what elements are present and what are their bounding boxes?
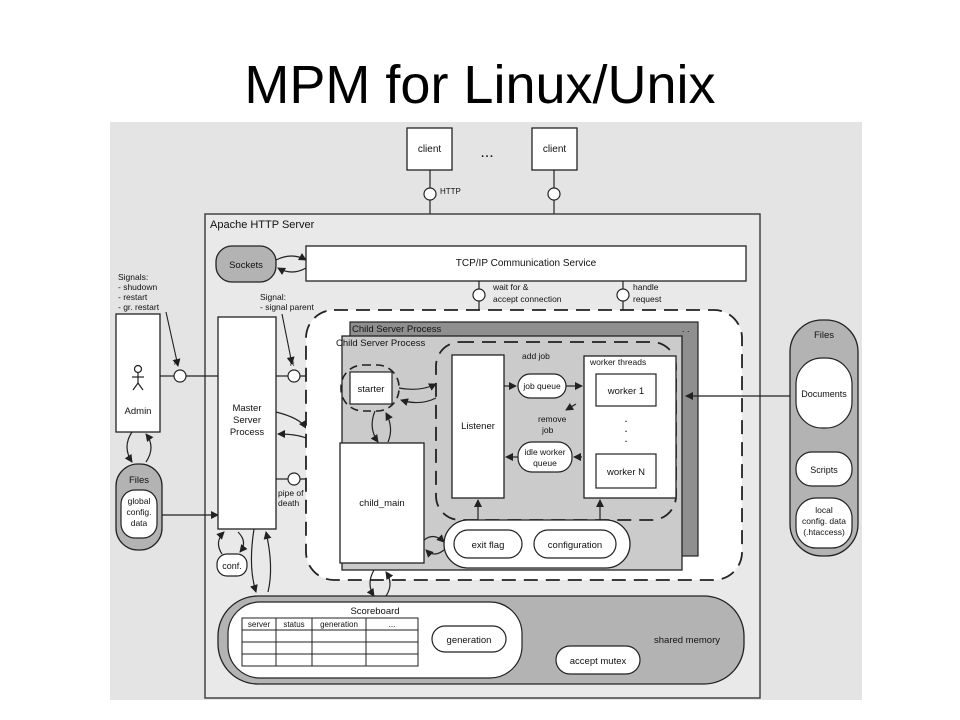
svg-text:client: client [418, 144, 442, 155]
scoreboard-col-status: status [283, 620, 304, 629]
protocol-mark-r: R [174, 360, 179, 367]
worker-1-box: worker 1 [595, 373, 657, 407]
handle-request-label-1: handle [633, 282, 659, 292]
client-box: client [531, 127, 578, 171]
svg-text:config.: config. [126, 507, 151, 517]
starter-region [340, 364, 400, 412]
scoreboard-table [241, 617, 419, 667]
configuration-box: configuration [533, 529, 617, 559]
svg-text:accept mutex: accept mutex [570, 656, 627, 667]
add-job-label: add job [522, 351, 550, 361]
stack-ellipsis: . . [682, 324, 690, 334]
svg-text:worker threads: worker threads [589, 357, 646, 367]
svg-text:generation: generation [447, 635, 492, 646]
svg-text:(.htaccess): (.htaccess) [803, 527, 845, 537]
svg-text:exit flag: exit flag [472, 540, 505, 551]
worker-ellipsis: . [624, 421, 627, 435]
worker-ellipsis: . [624, 411, 627, 425]
svg-text:configuration: configuration [548, 540, 602, 551]
handle-request-label-2: request [633, 294, 662, 304]
svg-text:Listener: Listener [461, 421, 495, 432]
svg-text:queue: queue [533, 458, 557, 468]
worker-ellipsis: . [624, 431, 627, 445]
svg-text:Admin: Admin [125, 406, 152, 417]
svg-text:local: local [815, 505, 833, 515]
conf-box: conf. [216, 553, 248, 577]
svg-text:child_main: child_main [359, 498, 404, 509]
mpm-architecture-diagram: client ... client HTTP Apache HTTP Serve… [110, 122, 862, 700]
wait-accept-label-2: accept connection [493, 294, 562, 304]
svg-text:starter: starter [358, 384, 385, 395]
svg-text:config. data: config. data [802, 516, 846, 526]
scoreboard-title: Scoreboard [350, 606, 399, 617]
svg-text:Process: Process [230, 427, 265, 438]
idle-worker-queue: idle worker queue [517, 441, 573, 473]
svg-text:Files: Files [129, 475, 149, 486]
scoreboard-col-generation: generation [320, 620, 358, 629]
server-title: Apache HTTP Server [210, 219, 315, 231]
svg-text:conf.: conf. [222, 561, 242, 571]
svg-text:Scripts: Scripts [810, 465, 838, 475]
signals-label-3: - restart [118, 292, 148, 302]
protocol-mark-r: R [290, 361, 295, 368]
job-queue: job queue [517, 373, 567, 399]
svg-text:client: client [543, 144, 567, 155]
svg-text:worker 1: worker 1 [607, 386, 644, 397]
document-files-group: Files Documents Scripts local config. da… [789, 319, 859, 557]
signal-port-icon [173, 369, 187, 383]
slide-title: MPM for Linux/Unix [244, 55, 716, 115]
svg-text:data: data [131, 518, 148, 528]
svg-text:TCP/IP Communication Service: TCP/IP Communication Service [456, 258, 597, 269]
signal-parent-label-1: Signal: [260, 292, 286, 302]
admin-box: Admin [115, 313, 161, 433]
child-process-title: Child Server Process [336, 338, 425, 349]
remove-job-label-2: job [541, 425, 554, 435]
global-files-group: Files global config. data [115, 463, 163, 551]
starter-box: starter [349, 371, 393, 405]
http-label: HTTP [440, 187, 461, 196]
sockets-box: Sockets [215, 245, 277, 283]
worker-n-box: worker N [595, 453, 657, 489]
scoreboard-col-server: server [248, 620, 271, 629]
child-process-title-back: Child Server Process [352, 324, 441, 335]
pipe-of-death-label-2: death [278, 498, 300, 508]
child-main-box: child_main [339, 442, 425, 564]
svg-text:idle worker: idle worker [524, 447, 565, 457]
signal-parent-port-icon [287, 369, 301, 383]
pipe-of-death-label-1: pipe of [278, 488, 304, 498]
remove-job-label-1: remove [538, 414, 567, 424]
svg-text:global: global [128, 496, 151, 506]
client-ellipsis: ... [480, 144, 493, 161]
svg-text:Documents: Documents [801, 389, 847, 399]
exit-flag-box: exit flag [453, 529, 523, 559]
http-port-icon [423, 187, 437, 201]
accept-mutex-box: accept mutex [555, 645, 641, 675]
listener-box: Listener [451, 354, 505, 499]
signals-label-4: - gr. restart [118, 302, 160, 312]
svg-text:Server: Server [233, 415, 261, 426]
accept-port-icon [472, 288, 486, 302]
svg-text:Master: Master [232, 403, 261, 414]
signals-label-1: Signals: [118, 272, 148, 282]
client-box: client [406, 127, 453, 171]
signals-label-2: - shudown [118, 282, 157, 292]
generation-box: generation [431, 625, 507, 653]
svg-text:Sockets: Sockets [229, 260, 263, 271]
svg-text:worker N: worker N [606, 467, 645, 478]
admin-user-icon [132, 364, 144, 391]
svg-text:Files: Files [814, 330, 834, 341]
master-server-process-box: Master Server Process [217, 316, 277, 530]
request-port-icon [616, 288, 630, 302]
http-port-icon [547, 187, 561, 201]
shared-memory-label: shared memory [654, 635, 720, 646]
signal-parent-label-2: - signal parent [260, 302, 315, 312]
svg-text:job queue: job queue [522, 381, 561, 391]
pipe-of-death-port-icon [287, 472, 301, 486]
tcpip-service-box: TCP/IP Communication Service [305, 245, 747, 282]
wait-accept-label-1: wait for & [492, 282, 529, 292]
scoreboard-col-more: ... [389, 620, 396, 629]
scoreboard-region [227, 601, 523, 679]
